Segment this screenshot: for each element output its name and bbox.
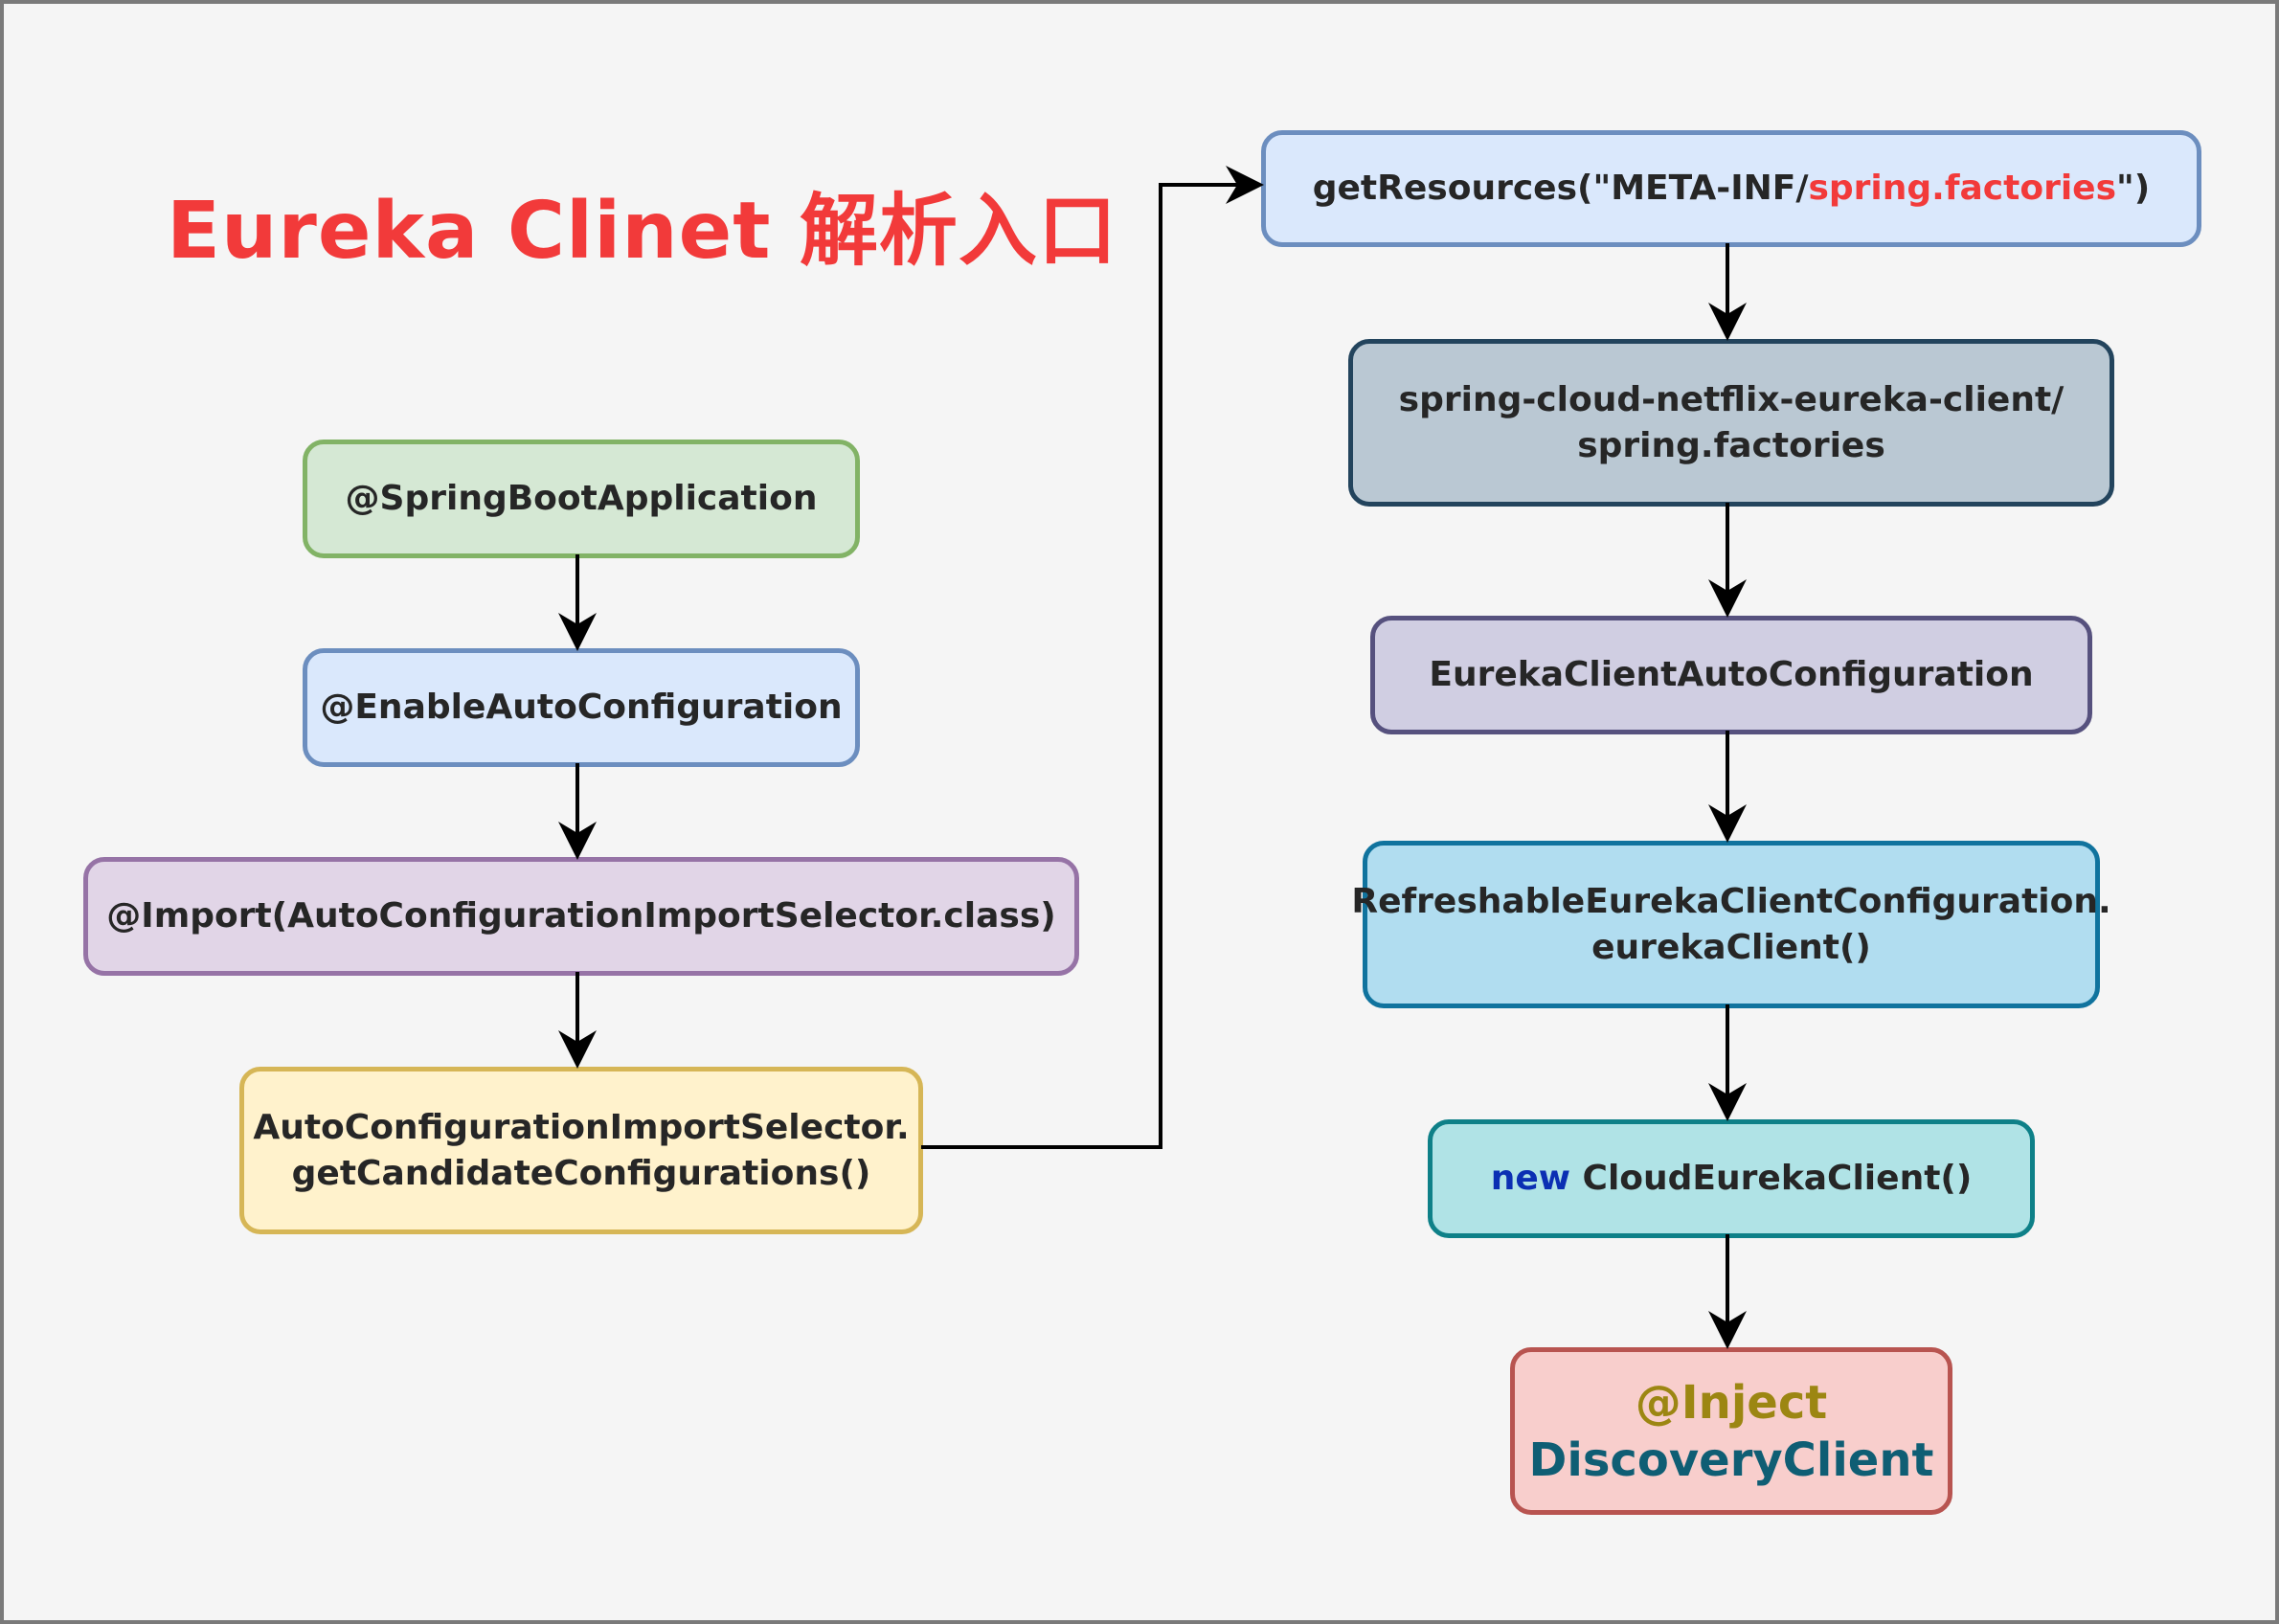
discovery-client-label: DiscoveryClient: [1528, 1432, 1934, 1487]
diagram-title: Eureka Clinet 解析入口: [167, 186, 1117, 277]
node-label-line-2: getCandidateConfigurations(): [291, 1153, 871, 1193]
node-import-selector: @Import(AutoConfigurationImportSelector.…: [83, 857, 1079, 976]
node-label-line-2: spring.factories: [1577, 425, 1885, 465]
new-keyword: new: [1490, 1159, 1570, 1198]
node-eureka-client-auto-configuration: EurekaClientAutoConfiguration: [1370, 616, 2092, 734]
node-label: @SpringBootApplication: [345, 479, 818, 518]
node-get-candidate-configurations: AutoConfigurationImportSelector. getCand…: [239, 1067, 923, 1234]
node-label: getResources("META-INF/spring.factories"…: [1313, 166, 2150, 212]
node-label: new CloudEurekaClient(): [1491, 1156, 1973, 1202]
node-refreshable-eureka-client: RefreshableEurekaClientConfiguration. eu…: [1351, 841, 2111, 1008]
node-label: @EnableAutoConfiguration: [320, 688, 843, 727]
node-eureka-client-spring-factories: spring-cloud-netflix-eureka-client/ spri…: [1348, 339, 2114, 507]
node-label-line-2: eurekaClient(): [1591, 927, 1871, 967]
node-label-line-1: AutoConfigurationImportSelector.: [253, 1107, 910, 1147]
get-resources-prefix: getResources("META-INF/: [1312, 169, 1809, 208]
node-new-cloud-eureka-client: new CloudEurekaClient(): [1428, 1119, 2035, 1238]
get-resources-suffix: "): [2116, 169, 2151, 208]
connector-layer: [558, 166, 1747, 1349]
node-label: EurekaClientAutoConfiguration: [1429, 655, 2034, 694]
node-get-resources: getResources("META-INF/spring.factories"…: [1261, 130, 2201, 247]
inject-annotation: @Inject: [1635, 1375, 1828, 1430]
node-inject-discovery-client: @Inject DiscoveryClient: [1510, 1347, 1952, 1515]
cloud-eureka-client-text: CloudEurekaClient(): [1570, 1159, 1973, 1198]
node-label-line-1: RefreshableEurekaClientConfiguration.: [1351, 881, 2111, 921]
node-label: @Import(AutoConfigurationImportSelector.…: [106, 896, 1056, 936]
node-label-line-1: spring-cloud-netflix-eureka-client/: [1398, 379, 2065, 419]
node-spring-boot-application: @SpringBootApplication: [303, 440, 860, 558]
arrow-selector-to-getresources: [921, 166, 1264, 1149]
spring-factories-highlight: spring.factories: [1808, 169, 2117, 208]
